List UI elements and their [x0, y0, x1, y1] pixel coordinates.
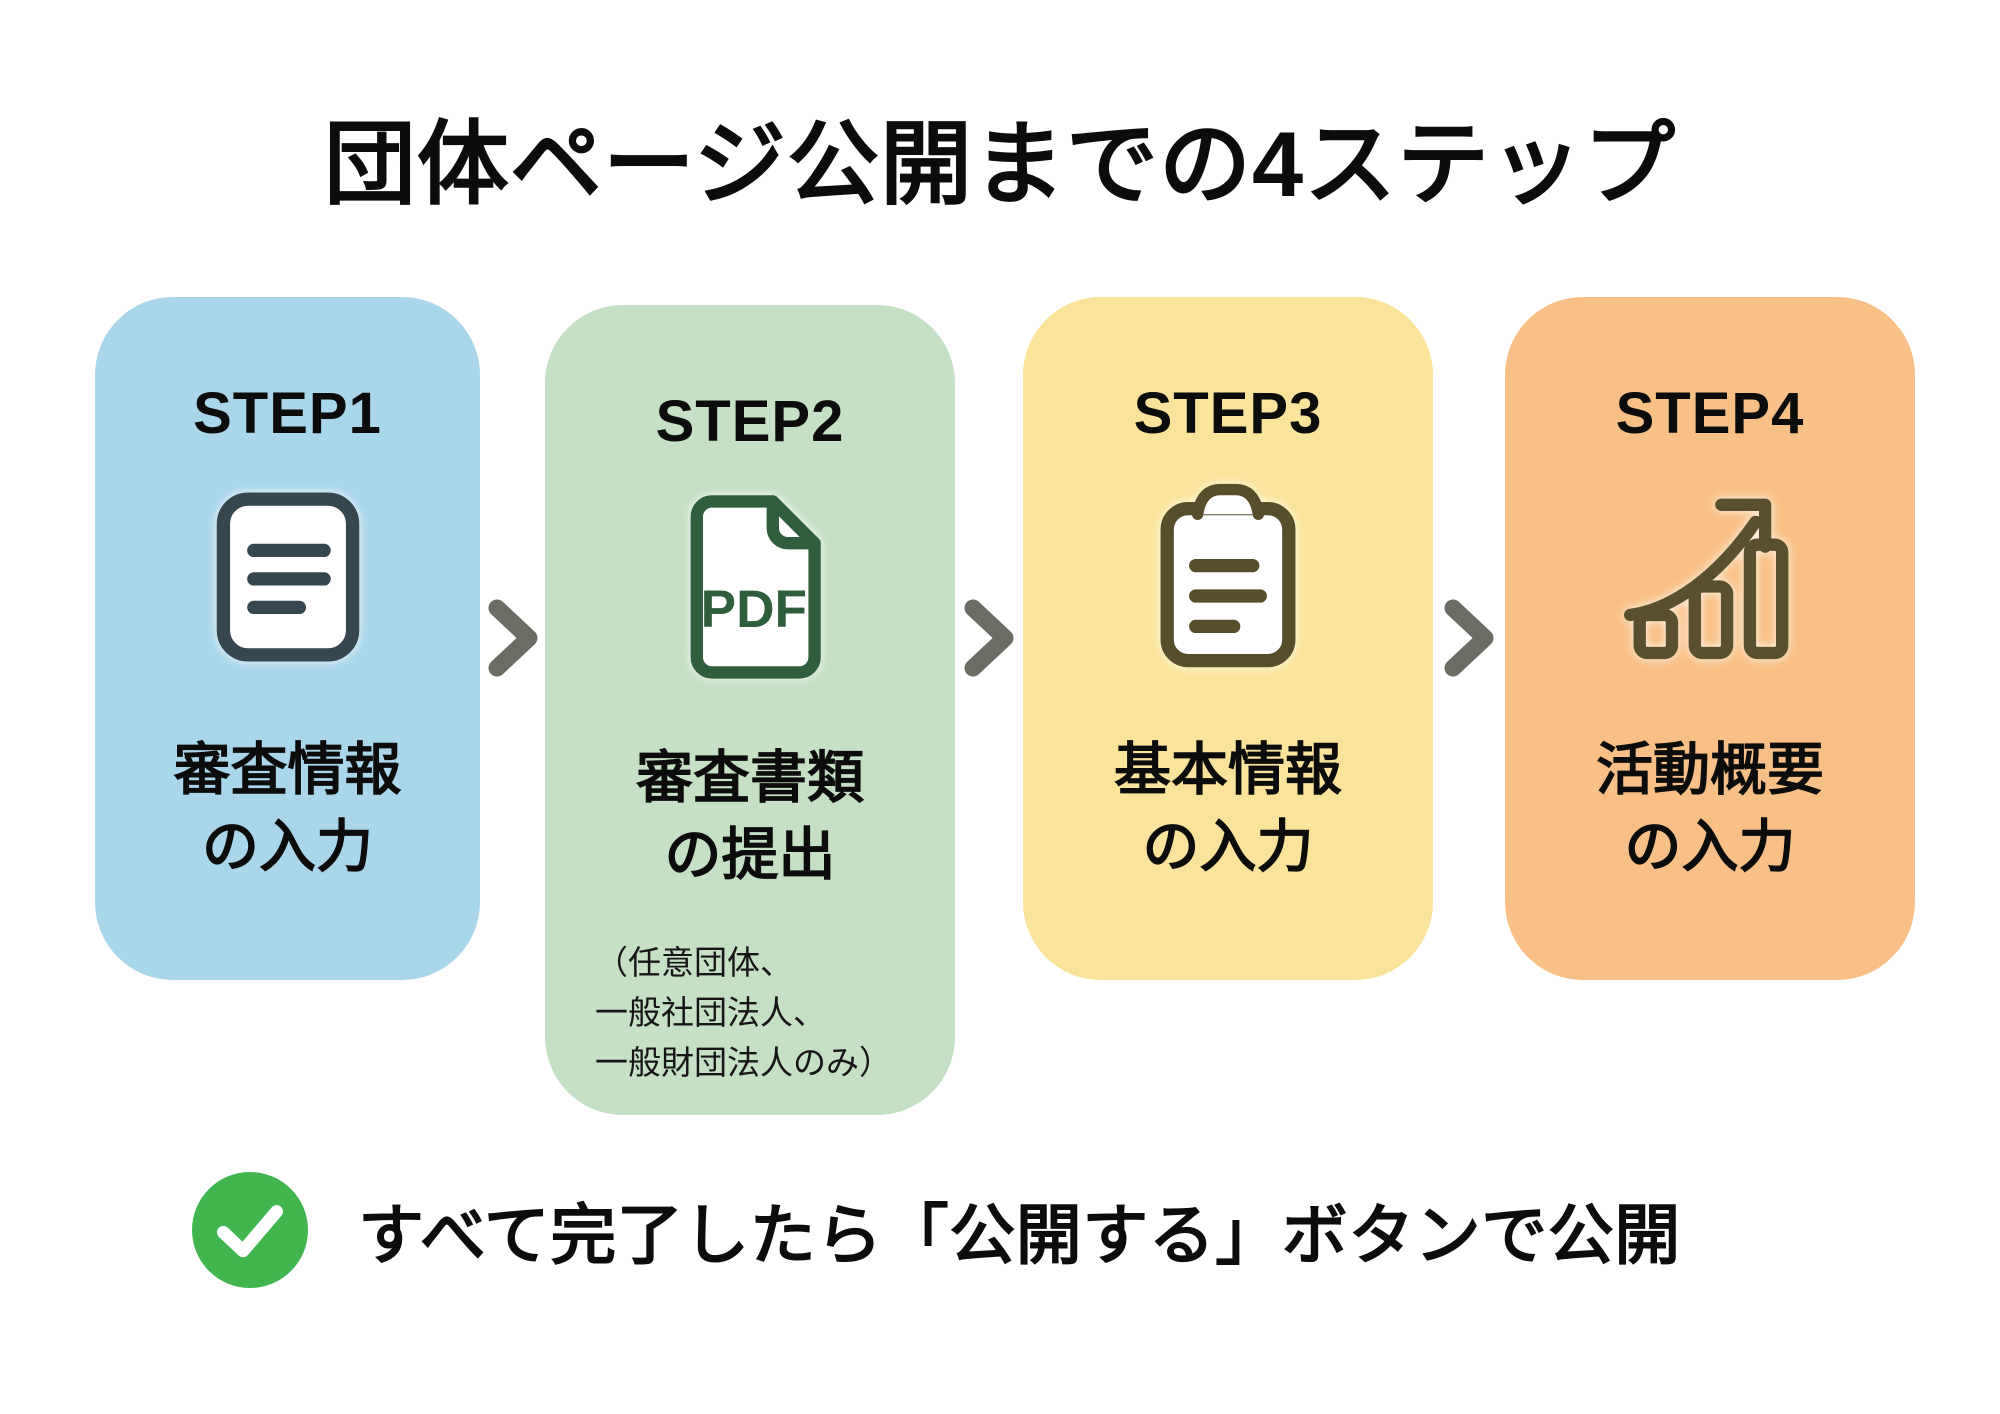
step3-title-line1: 基本情報: [1114, 737, 1342, 802]
step2-label: STEP2: [655, 389, 845, 454]
pdf-file-icon: PDF: [655, 490, 845, 680]
step1-label: STEP1: [193, 381, 382, 446]
growth-chart-icon: [1615, 482, 1805, 672]
document-icon: [193, 482, 383, 672]
step2-note-line2: 一般社団法人、: [595, 993, 826, 1031]
step2-card: STEP2 PDF 審査書類 の提出 （任意団体、 一般社団法人、 一般財団法人…: [545, 305, 955, 1115]
step1-title-line2: の入力: [202, 814, 373, 879]
arrow-right-icon: [964, 599, 1014, 677]
step3-label: STEP3: [1133, 381, 1323, 446]
step4-title-line1: 活動概要: [1596, 737, 1824, 802]
page-title: 団体ページ公開までの4ステップ: [323, 114, 1677, 216]
step2-note-line1: （任意団体、: [595, 943, 793, 981]
step4-label: STEP4: [1615, 381, 1805, 446]
clipboard-icon: [1133, 482, 1323, 672]
step3-card: STEP3 基本情報 の入力: [1023, 297, 1433, 980]
arrow-right-icon: [488, 599, 538, 677]
step3-title-line2: の入力: [1142, 814, 1314, 879]
step1-title-line1: 審査情報: [173, 737, 402, 802]
step2-title-line2: の提出: [664, 822, 836, 887]
check-circle-icon: [192, 1172, 308, 1288]
step2-title-line1: 審査書類: [636, 745, 864, 810]
step2-title: 審査書類 の提出: [636, 740, 864, 894]
step1-card: STEP1 審査情報 の入力: [95, 297, 480, 980]
completion-note: すべて完了したら「公開する」ボタンで公開: [192, 1172, 1681, 1288]
pdf-icon-text: PDF: [701, 579, 807, 638]
step4-card: STEP4 活動概要 の入力: [1505, 297, 1915, 980]
completion-note-text: すべて完了したら「公開する」ボタンで公開: [358, 1198, 1681, 1272]
step1-title: 審査情報 の入力: [174, 732, 402, 886]
step4-title-line2: の入力: [1624, 814, 1796, 879]
arrow-right-icon: [1444, 599, 1494, 677]
step3-title: 基本情報 の入力: [1114, 732, 1342, 886]
step2-note-line3: 一般財団法人のみ）: [595, 1043, 892, 1081]
step2-note: （任意団体、 一般社団法人、 一般財団法人のみ）: [545, 938, 892, 1088]
step4-title: 活動概要 の入力: [1596, 732, 1824, 886]
